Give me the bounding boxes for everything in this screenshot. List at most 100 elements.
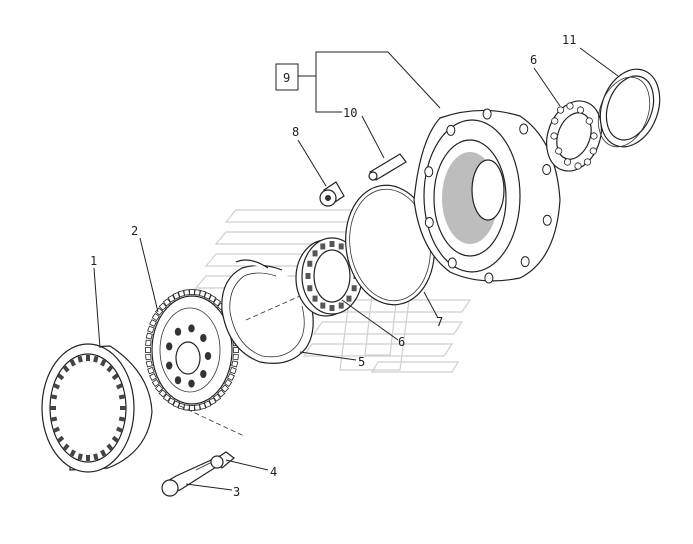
bearing-roller — [351, 285, 357, 292]
hub-hole — [520, 256, 530, 268]
bearing-roller — [305, 273, 311, 279]
bearing-roller — [329, 305, 335, 311]
plate-tooth — [172, 292, 181, 300]
plate-tooth — [167, 397, 176, 406]
plate-hole — [174, 327, 182, 336]
hub-bolt-holes — [424, 108, 552, 284]
plate-hole — [200, 369, 207, 378]
plate-tooth — [194, 289, 201, 296]
plate-tooth — [167, 294, 176, 303]
plate-tooth — [147, 366, 155, 375]
hub-hole — [446, 124, 456, 136]
bearing-roller — [329, 241, 335, 247]
plate-tooth — [172, 400, 181, 408]
upper-ball — [574, 162, 582, 170]
plate-tooth — [149, 319, 157, 327]
ring-tooth — [111, 373, 119, 381]
label-6-lower: 6 — [398, 335, 405, 349]
upper-ball — [590, 132, 598, 140]
ring-tooth — [62, 365, 70, 373]
upper-ball — [556, 106, 565, 114]
plate-tooth — [149, 373, 157, 381]
hub-hole — [484, 272, 494, 284]
plate-tooth — [203, 292, 212, 300]
part-1-ring-gear — [41, 343, 153, 473]
plate-hole — [174, 376, 182, 385]
bearing-roller — [312, 295, 318, 302]
upper-ball — [551, 117, 559, 125]
ring-tooth — [106, 365, 114, 373]
plate-tooth — [212, 393, 222, 402]
label-1: 1 — [90, 254, 97, 268]
dealer-logo-watermark — [194, 209, 472, 373]
assembly-centerlines — [179, 295, 301, 437]
hub-hole — [447, 257, 457, 269]
plate-tooth — [199, 402, 207, 410]
part-4-spacer — [210, 451, 235, 469]
plate-tooth — [224, 378, 233, 387]
ring-tooth — [86, 355, 90, 361]
label-10: 10 — [343, 106, 357, 120]
ring-tooth — [106, 443, 114, 451]
ring-tooth — [118, 394, 126, 400]
plate-tooth — [145, 360, 153, 368]
plate-tooth — [229, 366, 237, 375]
plate-tooth — [203, 400, 212, 408]
label-6-upper: 6 — [530, 53, 537, 67]
plate-tooth — [233, 347, 239, 353]
ring-tooth — [111, 435, 119, 443]
plate-tooth — [189, 405, 195, 411]
plate-tooth — [189, 289, 195, 295]
ring-tooth — [120, 406, 126, 410]
plate-hole — [204, 352, 212, 360]
ring-tooth — [57, 435, 65, 443]
part-number-labels: 1 2 3 4 5 6 7 8 9 10 6 11 — [90, 33, 576, 499]
bearing-roller — [320, 302, 326, 309]
ring-tooth — [69, 359, 76, 367]
hub-hole — [542, 214, 552, 226]
bearing-roller — [307, 285, 313, 292]
ring-tooth — [86, 455, 90, 461]
label-9-box — [275, 63, 299, 91]
plate-bolt-holes — [166, 324, 212, 388]
plate-tooth — [145, 353, 152, 361]
part-8-bushing — [319, 181, 345, 207]
ring-tooth — [93, 453, 99, 461]
plate-tooth — [208, 397, 217, 406]
plate-tooth — [183, 289, 190, 296]
upper-ball — [576, 106, 585, 114]
label-9: 9 — [283, 71, 290, 85]
ring-tooth — [100, 359, 107, 367]
plate-tooth — [232, 353, 239, 361]
plate-tooth — [151, 378, 160, 387]
hub-hole — [424, 166, 434, 178]
ring-tooth — [57, 373, 65, 381]
label-2: 2 — [131, 224, 138, 238]
ring-tooth — [62, 443, 70, 451]
part-10-pin — [368, 153, 407, 181]
part-2-gear-plate — [145, 289, 239, 411]
plate-hole — [166, 361, 173, 370]
upper-ball — [566, 102, 574, 110]
ring-tooth — [118, 416, 126, 422]
plate-tooth — [154, 384, 164, 393]
plate-hole — [166, 342, 173, 351]
ring-tooth — [77, 453, 83, 461]
plate-tooth — [177, 290, 185, 298]
ring-tooth — [50, 416, 58, 422]
ring-tooth — [93, 355, 99, 363]
plate-hole — [200, 334, 207, 343]
part-11-seal-ring — [597, 68, 661, 148]
plate-tooth — [227, 373, 235, 381]
label-4: 4 — [270, 465, 277, 479]
upper-ball — [585, 117, 593, 125]
plate-tooth — [145, 332, 153, 340]
plate-tooth — [194, 404, 201, 411]
label-11: 11 — [562, 33, 576, 47]
plate-tooth — [162, 393, 172, 402]
bearing-roller — [312, 250, 318, 257]
upper-ball — [555, 147, 563, 155]
ring-gear-teeth — [50, 355, 126, 461]
ring-tooth — [52, 426, 61, 433]
